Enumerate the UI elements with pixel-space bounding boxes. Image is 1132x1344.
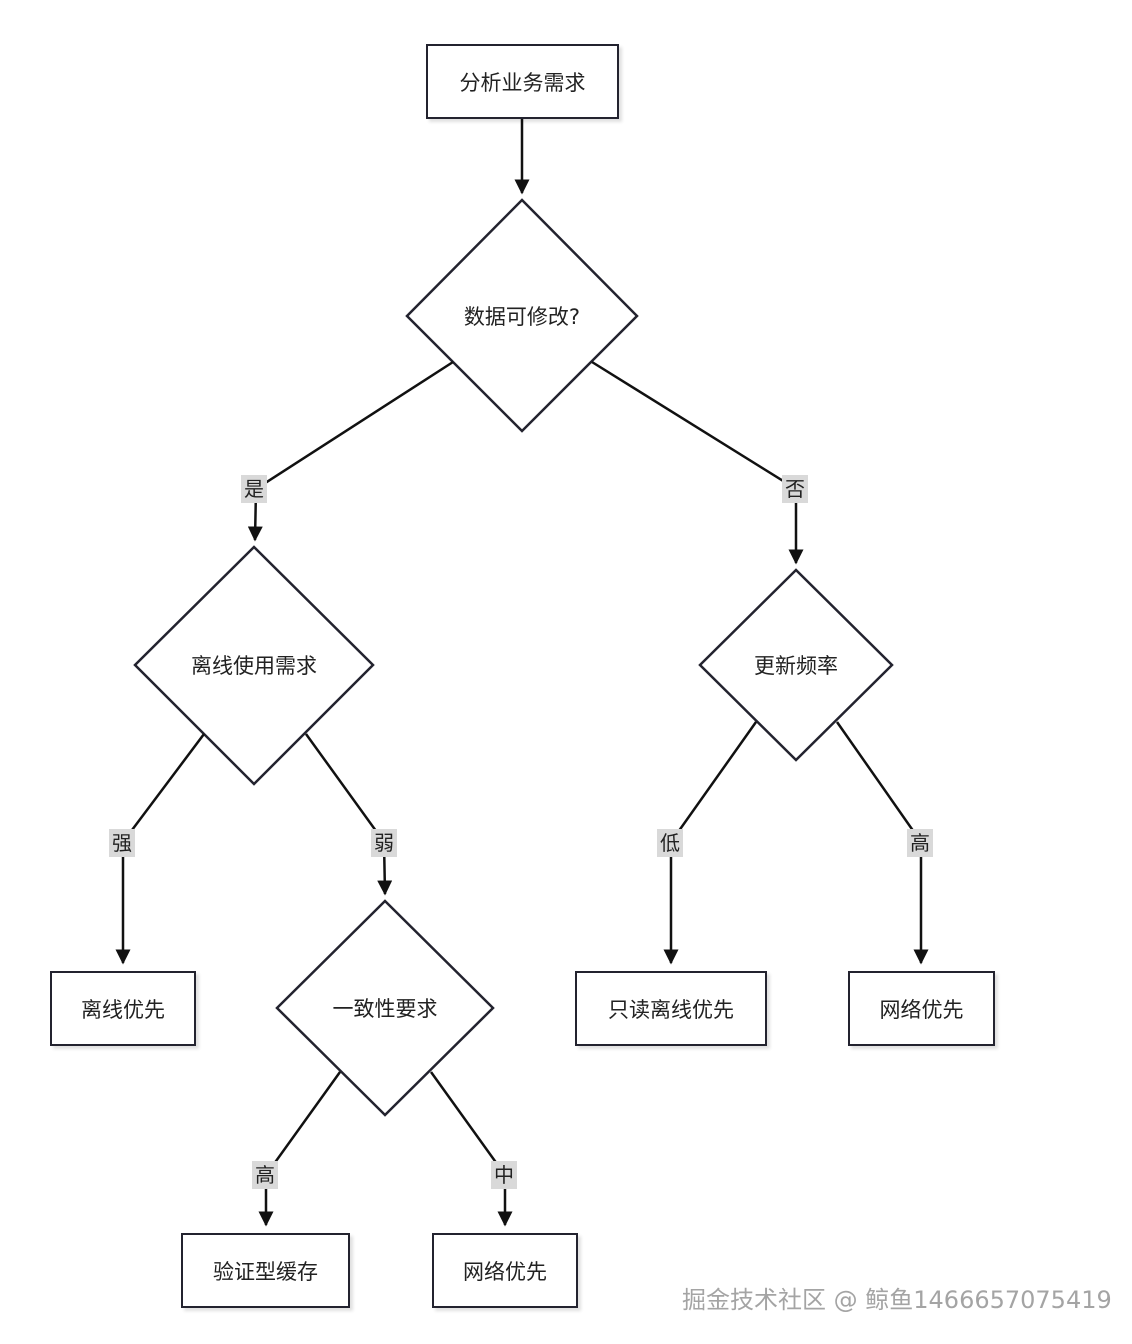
watermark-text: 掘金技术社区 @ 鲸鱼1466657075419	[682, 1286, 1112, 1314]
diamond-data-modifiable	[405, 198, 639, 433]
node-network-first-bottom: 网络优先	[432, 1233, 578, 1308]
edge-consistency-high	[258, 1071, 342, 1227]
edge-label-no: 否	[782, 475, 808, 503]
node-validate-cache: 验证型缓存	[181, 1233, 350, 1308]
edge-update-low	[663, 721, 758, 965]
edge-label-high-right: 高	[907, 829, 933, 857]
node-data-modifiable: 数据可修改?	[463, 305, 581, 329]
edge-offline-strong	[115, 733, 205, 965]
diamond-consistency	[275, 899, 495, 1117]
node-offline-first: 离线优先	[50, 971, 196, 1046]
node-consistency-requirement: 一致性要求	[332, 997, 438, 1021]
diamond-update-freq	[698, 568, 894, 762]
edge-label-yes: 是	[241, 475, 267, 503]
node-update-frequency: 更新频率	[754, 654, 838, 678]
edge-consistency-medium	[429, 1071, 513, 1227]
node-offline-need: 离线使用需求	[191, 654, 317, 678]
edge-label-strong: 强	[109, 829, 135, 857]
node-readonly-offline-first: 只读离线优先	[575, 971, 767, 1046]
edge-label-weak: 弱	[371, 829, 397, 857]
node-analyze-requirements: 分析业务需求	[426, 44, 619, 119]
edge-label-high-bottom: 高	[252, 1161, 278, 1189]
edge-label-low: 低	[657, 829, 683, 857]
node-network-first-right: 网络优先	[848, 971, 995, 1046]
edge-label-medium: 中	[491, 1161, 517, 1189]
edge-modifiable-yes	[247, 360, 454, 542]
edge-offline-weak	[304, 733, 393, 896]
edge-modifiable-no	[591, 360, 804, 565]
diamond-offline-need	[133, 545, 375, 786]
